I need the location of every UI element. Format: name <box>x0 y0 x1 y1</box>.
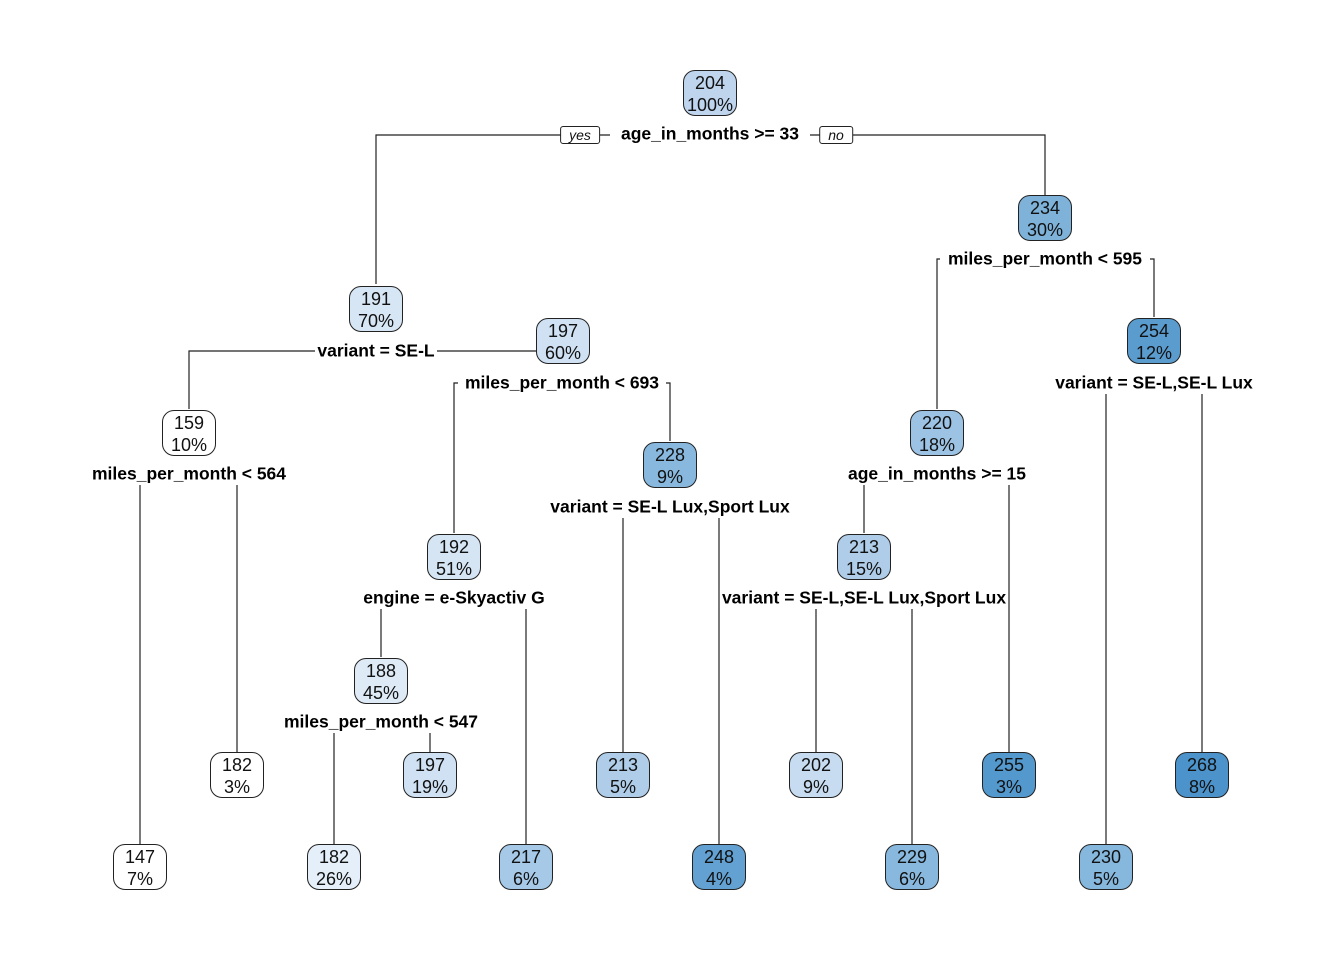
tree-edges <box>139 134 1203 844</box>
edge-root-no <box>810 134 1046 196</box>
split-label: miles_per_month < 564 <box>89 463 289 485</box>
split-label: miles_per_month < 693 <box>462 372 662 394</box>
edge-n2-left <box>188 350 315 409</box>
edge-n5-left <box>453 382 458 533</box>
split-label: age_in_months >= 33 <box>619 123 801 145</box>
edge-n3-left <box>936 258 940 409</box>
split-label: miles_per_month < 595 <box>945 248 1145 270</box>
no-label: no <box>819 126 853 144</box>
split-label: variant = SE-L,SE-L Lux <box>1053 372 1255 394</box>
edge-n5-right <box>666 382 671 441</box>
split-label: engine = e-Skyactiv G <box>361 587 547 609</box>
split-label: variant = SE-L,SE-L Lux,Sport Lux <box>719 587 1009 609</box>
split-label: variant = SE-L Lux,Sport Lux <box>548 496 792 518</box>
edge-n3-right <box>1150 258 1155 317</box>
split-label: miles_per_month < 547 <box>281 711 481 733</box>
split-label: variant = SE-L <box>315 340 437 362</box>
split-label: age_in_months >= 15 <box>846 463 1028 485</box>
yes-label: yes <box>560 126 600 144</box>
edge-root-yes <box>375 134 610 284</box>
